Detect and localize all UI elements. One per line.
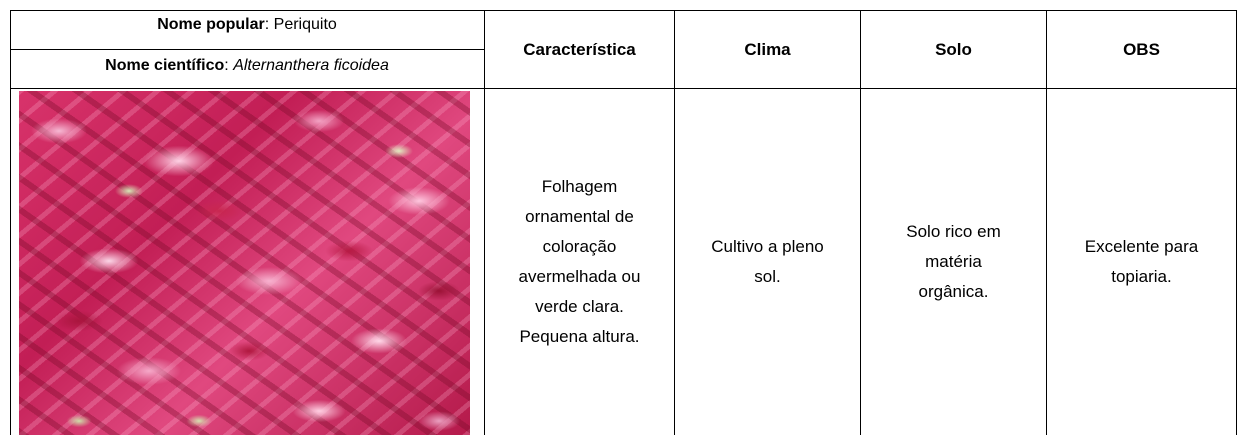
popular-name: Nome popular: Periquito [157,16,337,33]
scientific-name-label: Nome científico [105,57,225,74]
header-solo: Solo [935,39,972,59]
scientific-name: Nome científico: Alternanthera ficoidea [105,57,389,74]
header-obs: OBS [1123,39,1160,59]
clima-cell: Cultivo a pleno sol. [675,89,860,435]
solo-line: orgânica. [918,282,989,301]
solo-line: Solo rico em [906,222,1001,241]
scientific-name-value: Alternanthera ficoidea [233,57,389,74]
popular-name-value: Periquito [273,16,337,33]
plant-photo [19,91,470,435]
obs-line: Excelente para [1084,237,1199,256]
table-left-border [10,10,11,435]
caracteristica-line: coloração [542,237,617,256]
table-right-border [1236,10,1237,435]
caracteristica-cell: Folhagem ornamental de coloração avermel… [485,89,674,435]
col-divider-3 [860,10,861,435]
clima-line: Cultivo a pleno [711,237,824,256]
obs-cell: Excelente para topiaria. [1047,89,1236,435]
name-row-divider [10,49,484,50]
popular-name-label: Nome popular [157,16,265,33]
col-divider-1 [484,10,485,435]
caracteristica-line: Pequena altura. [519,327,640,346]
caracteristica-line: ornamental de [525,207,634,226]
caracteristica-line: verde clara. [535,297,624,316]
solo-cell: Solo rico em matéria orgânica. [861,89,1046,435]
col-divider-2 [674,10,675,435]
caracteristica-line: Folhagem [541,177,618,196]
table-top-border [10,10,1237,11]
col-divider-4 [1046,10,1047,435]
header-bottom-border [10,88,1237,89]
clima-line: sol. [754,267,781,286]
caracteristica-line: avermelhada ou [518,267,641,286]
obs-line: topiaria. [1111,267,1172,286]
header-clima: Clima [744,39,791,59]
header-caracteristica: Característica [523,39,636,59]
solo-line: matéria [925,252,982,271]
